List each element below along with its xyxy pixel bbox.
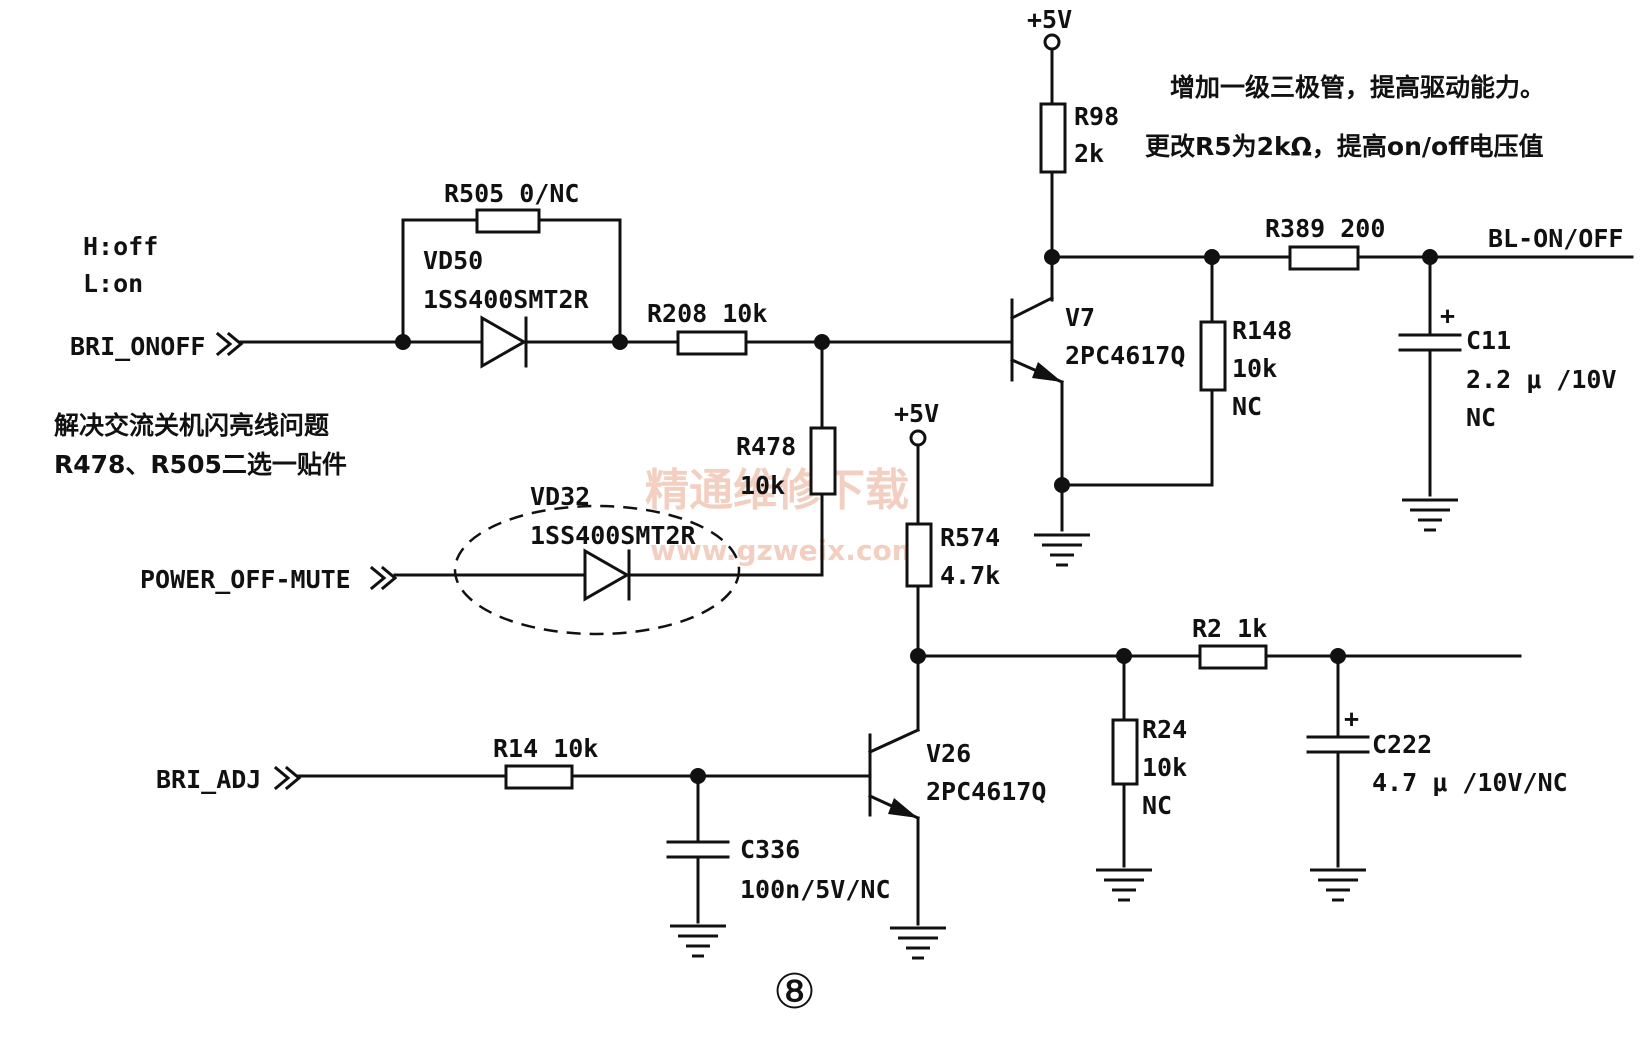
watermark-url: www.gzweix.com bbox=[650, 534, 921, 567]
r14-resistor bbox=[504, 764, 574, 790]
bri-adj-connector bbox=[273, 765, 302, 791]
bl-onoff-label: BL-ON/OFF bbox=[1488, 224, 1623, 253]
r24-resistor bbox=[1111, 718, 1139, 786]
ground-symbol bbox=[890, 926, 946, 960]
vd32-diode bbox=[583, 548, 631, 602]
r505-resistor bbox=[475, 208, 541, 234]
r478-value: 10k bbox=[740, 471, 785, 500]
v26-part: 2PC4617Q bbox=[926, 777, 1046, 806]
vd32-name: VD32 bbox=[530, 482, 590, 511]
ground-symbol bbox=[1034, 533, 1090, 567]
c11-plus: + bbox=[1440, 301, 1455, 330]
c336-name: C336 bbox=[740, 835, 800, 864]
r148-resistor bbox=[1199, 320, 1227, 392]
r2-label: R2 1k bbox=[1192, 614, 1267, 643]
vd32-highlight bbox=[453, 504, 741, 636]
r478-resistor bbox=[809, 426, 837, 496]
power-off-mute-connector bbox=[369, 565, 398, 591]
r24-name: R24 bbox=[1142, 715, 1187, 744]
v7-part: 2PC4617Q bbox=[1065, 341, 1185, 370]
ground-symbol bbox=[1310, 868, 1366, 902]
note-drive: 增加一级三极管，提高驱动能力。 bbox=[1170, 73, 1545, 102]
ground-symbol bbox=[1096, 868, 1152, 902]
watermark-cn: 精通维修下载 bbox=[645, 465, 909, 516]
r478-name: R478 bbox=[736, 432, 796, 461]
node bbox=[1044, 249, 1060, 265]
v26-emitter-arrow bbox=[888, 798, 918, 818]
r98-value: 2k bbox=[1074, 139, 1104, 168]
r14-label: R14 10k bbox=[493, 734, 598, 763]
vcc-mid-terminal bbox=[909, 429, 927, 447]
r148-value: 10k bbox=[1232, 354, 1277, 383]
vcc-top-label: +5V bbox=[1027, 5, 1072, 34]
v7-emitter-arrow bbox=[1032, 362, 1062, 382]
bri-onoff-label: BRI_ONOFF bbox=[70, 332, 205, 361]
v7-name: V7 bbox=[1065, 303, 1095, 332]
c336-value: 100n/5V/NC bbox=[740, 875, 891, 904]
r148-nc: NC bbox=[1232, 392, 1262, 421]
c11-value: 2.2 μ /10V bbox=[1466, 365, 1617, 394]
vd32-part: 1SS400SMT2R bbox=[530, 521, 697, 550]
r574-resistor bbox=[905, 522, 933, 588]
ground-symbol bbox=[1402, 498, 1458, 532]
r208-label: R208 10k bbox=[647, 299, 767, 328]
note-select: R478、R505二选一贴件 bbox=[54, 450, 347, 479]
r2-resistor bbox=[1198, 644, 1268, 670]
node bbox=[1054, 477, 1070, 493]
c222-name: C222 bbox=[1372, 730, 1432, 759]
vd50-diode bbox=[480, 315, 528, 369]
r98-resistor bbox=[1039, 102, 1067, 174]
ground-symbol bbox=[670, 924, 726, 958]
note-r5: 更改R5为2kΩ，提高on/off电压值 bbox=[1145, 132, 1543, 161]
figure-number: ⑧ bbox=[773, 964, 816, 1020]
c222-plus: + bbox=[1344, 704, 1359, 733]
vcc-mid-label: +5V bbox=[894, 399, 939, 428]
power-off-mute-label: POWER_OFF-MUTE bbox=[140, 565, 351, 594]
r574-value: 4.7k bbox=[940, 561, 1000, 590]
c222-value: 4.7 μ /10V/NC bbox=[1372, 768, 1568, 797]
vd50-name: VD50 bbox=[423, 246, 483, 275]
r574-name: R574 bbox=[940, 523, 1000, 552]
r98-name: R98 bbox=[1074, 102, 1119, 131]
bri-adj-label: BRI_ADJ bbox=[156, 765, 261, 794]
vcc-top-terminal bbox=[1043, 33, 1061, 51]
r505-label: R505 0/NC bbox=[444, 179, 579, 208]
note-fix: 解决交流关机闪亮线问题 bbox=[54, 411, 329, 440]
r389-resistor bbox=[1288, 245, 1360, 271]
r148-name: R148 bbox=[1232, 316, 1292, 345]
hl-off-label: H:off bbox=[83, 232, 158, 261]
c11-name: C11 bbox=[1466, 326, 1511, 355]
r24-nc: NC bbox=[1142, 791, 1172, 820]
r389-label: R389 200 bbox=[1265, 214, 1385, 243]
r208-resistor bbox=[676, 330, 748, 356]
c11-nc: NC bbox=[1466, 403, 1496, 432]
vd50-part: 1SS400SMT2R bbox=[423, 285, 590, 314]
r24-value: 10k bbox=[1142, 753, 1187, 782]
v26-name: V26 bbox=[926, 739, 971, 768]
bri-onoff-connector bbox=[215, 331, 244, 357]
hl-on-label: L:on bbox=[83, 269, 143, 298]
node bbox=[910, 648, 926, 664]
